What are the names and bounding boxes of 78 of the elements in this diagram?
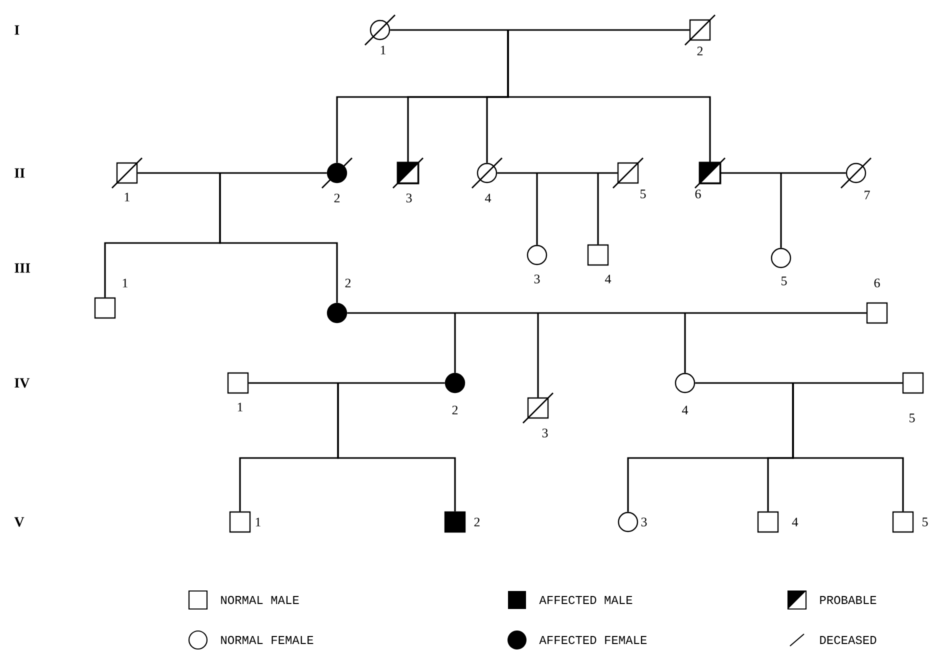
female-symbol xyxy=(770,248,792,268)
individual-number: 7 xyxy=(864,190,870,200)
marriage-line xyxy=(248,382,445,384)
male-symbol xyxy=(866,302,888,324)
male-symbol xyxy=(112,158,142,188)
legend-text: PROBABLE xyxy=(820,596,876,604)
marriage-line xyxy=(390,29,690,31)
individual-number: 2 xyxy=(697,46,703,56)
individual-number: 2 xyxy=(452,406,458,414)
descent-line xyxy=(536,173,538,245)
individual-number: 4 xyxy=(485,194,492,202)
male-symbol xyxy=(587,244,609,266)
individual-number: 3 xyxy=(542,428,548,438)
marriage-line xyxy=(695,382,902,384)
male-symbol xyxy=(612,158,644,188)
individual-number: 3 xyxy=(641,518,647,526)
descent-line xyxy=(337,383,456,512)
individual-number: 5 xyxy=(910,414,915,422)
female-symbol xyxy=(326,302,348,324)
male-symbol xyxy=(757,511,779,533)
descent-line xyxy=(792,383,904,512)
descent-line xyxy=(780,173,782,248)
legend-text: NORMAL MALE xyxy=(221,596,299,604)
marriage-line xyxy=(497,172,618,174)
female-symbol xyxy=(364,14,396,46)
male-symbol xyxy=(392,158,424,188)
individual-number: 2 xyxy=(474,518,480,526)
descent-line xyxy=(537,313,539,398)
male-symbol xyxy=(444,511,466,533)
generation-label: V xyxy=(14,517,24,527)
legend-text: NORMAL FEMALE xyxy=(221,636,314,644)
female-symbol xyxy=(444,372,466,394)
individual-number: 1 xyxy=(124,192,130,202)
marriage-line xyxy=(720,172,846,174)
marriage-line xyxy=(347,312,866,314)
female-symbol xyxy=(322,158,352,188)
female-symbol xyxy=(674,372,696,394)
legend-text: AFFECTED FEMALE xyxy=(539,636,647,644)
male-symbol xyxy=(902,372,924,394)
legend-text: DECEASED xyxy=(820,636,876,644)
male-symbol xyxy=(684,14,716,46)
generation-label: II xyxy=(14,168,25,178)
individual-number: 6 xyxy=(695,190,701,198)
individual-number: 6 xyxy=(874,278,880,288)
descent-line xyxy=(597,173,599,244)
generation-label: IV xyxy=(14,378,30,388)
generation-label: III xyxy=(14,263,30,273)
individual-number: 2 xyxy=(334,194,340,202)
legend-text: AFFECTED MALE xyxy=(539,596,632,604)
individual-number: 2 xyxy=(345,278,351,288)
male-symbol xyxy=(892,511,914,533)
female-symbol xyxy=(526,244,548,266)
female-symbol xyxy=(840,158,872,188)
individual-number: 4 xyxy=(682,406,688,414)
individual-number: 4 xyxy=(792,518,798,526)
male-symbol xyxy=(522,392,554,424)
individual-number: 5 xyxy=(640,190,646,198)
individual-number: 1 xyxy=(238,402,242,412)
individual-number: 5 xyxy=(922,518,928,526)
individual-number: 5 xyxy=(782,276,787,286)
male-symbol xyxy=(94,297,116,319)
descent-line xyxy=(454,313,456,373)
individual-number: 1 xyxy=(256,518,260,526)
descent-line xyxy=(219,173,338,303)
individual-number: 3 xyxy=(406,194,412,202)
descent-line xyxy=(684,313,686,373)
individual-number: 4 xyxy=(605,274,612,284)
male-symbol xyxy=(694,158,726,188)
male-symbol xyxy=(229,511,251,533)
male-symbol xyxy=(227,372,249,394)
female-symbol xyxy=(618,512,638,532)
female-symbol xyxy=(472,158,502,188)
individual-number: 3 xyxy=(534,274,540,284)
marriage-line xyxy=(138,172,327,174)
generation-label: I xyxy=(14,25,20,35)
descent-line xyxy=(507,30,711,162)
individual-number: 1 xyxy=(380,46,386,54)
individual-number: 1 xyxy=(122,278,128,288)
